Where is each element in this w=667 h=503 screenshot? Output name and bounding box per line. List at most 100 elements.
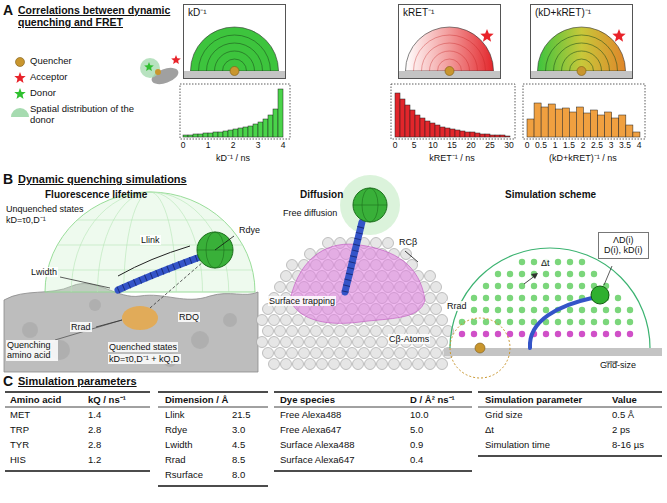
annotation: kD=τ0,D⁻¹ — [6, 215, 46, 225]
protein-surface — [4, 284, 258, 372]
table-cell: MET — [10, 410, 30, 421]
histogram-bar — [465, 132, 470, 137]
legend-swatch — [14, 88, 25, 99]
cbeta-atom — [425, 271, 436, 282]
table-cell: 21.5 — [232, 410, 251, 421]
grid-point — [591, 319, 597, 325]
dye-linker — [118, 257, 200, 290]
plot-panel: kD⁻¹ — [183, 4, 286, 79]
cbeta-atom — [329, 359, 340, 370]
tick-label: 3 — [609, 141, 614, 151]
tick-label: 0 — [181, 141, 186, 151]
cbeta-atom — [425, 359, 436, 370]
cbeta-atom — [371, 326, 382, 337]
histogram-bar — [475, 133, 480, 137]
cbeta-atom — [293, 337, 304, 348]
grid-point — [531, 307, 537, 313]
table-cell: Free Alexa488 — [280, 410, 341, 421]
cbeta-atom — [371, 348, 382, 359]
table-header: Dye species — [280, 395, 335, 406]
grid-point — [495, 295, 501, 301]
cbeta-atom — [383, 348, 394, 359]
histogram-bar — [633, 132, 640, 137]
table-header: kQ / ns⁻¹ — [88, 395, 126, 406]
cbeta-atom — [275, 348, 286, 359]
histogram-bar — [400, 99, 405, 137]
dimension-label: RDQ — [178, 312, 200, 322]
cbeta-atom — [317, 337, 328, 348]
table-cell: 2.8 — [88, 440, 101, 451]
table-cell: Free Alexa647 — [280, 425, 341, 436]
radius-line — [215, 236, 234, 250]
mesh-line — [48, 270, 253, 271]
subpanel-title: Simulation scheme — [505, 189, 596, 201]
grid-point — [555, 271, 561, 277]
grid-point — [627, 319, 633, 325]
histogram-bar — [555, 109, 562, 137]
table-rule — [5, 407, 150, 408]
grid-point — [519, 259, 525, 265]
grid-point — [603, 319, 609, 325]
tick-label: 2 — [581, 141, 586, 151]
cbeta-atom — [269, 337, 280, 348]
table-cell: 8.5 — [232, 455, 245, 466]
cbeta-atom — [401, 359, 412, 370]
acceptor-star — [612, 29, 625, 42]
histogram-bar — [223, 131, 228, 137]
cbeta-atom — [323, 326, 334, 337]
annotation: Cβ-Atoms — [388, 334, 430, 344]
histogram-bar — [213, 132, 218, 137]
cbeta-atom — [281, 359, 292, 370]
annotation: Unquenched states — [6, 204, 84, 214]
tick-label: 20 — [466, 141, 475, 151]
table-rule — [274, 470, 472, 471]
histogram-bar — [238, 128, 243, 137]
table-header: Value — [612, 395, 637, 406]
histogram-bar — [268, 115, 273, 137]
histogram-bar — [208, 133, 213, 137]
table-cell: 0.4 — [410, 455, 423, 466]
histogram-bar — [198, 134, 203, 137]
tick-label: 2.5 — [591, 141, 603, 151]
grid-point — [543, 283, 549, 289]
subpanel-title: Fluorescence lifetime — [45, 189, 147, 201]
tick-label: 2 — [231, 141, 236, 151]
cbeta-atom — [263, 326, 274, 337]
histogram-bar — [450, 129, 455, 137]
tick-label: 10 — [428, 141, 437, 151]
grid-point — [507, 283, 513, 289]
table-cell: TRP — [10, 425, 29, 436]
histogram-bar — [583, 113, 590, 137]
histogram-bar — [405, 105, 410, 137]
cbeta-atom — [329, 337, 340, 348]
grid-point — [495, 283, 501, 289]
cbeta-atom — [275, 326, 286, 337]
contour-line — [414, 35, 486, 71]
grid-point — [471, 295, 477, 301]
grid-point — [555, 319, 561, 325]
table-header: Dimension / Å — [165, 395, 228, 406]
panel-letter: C — [3, 373, 13, 389]
cbeta-atom — [305, 359, 316, 370]
grid-point — [615, 295, 621, 301]
cbeta-atom — [257, 337, 268, 348]
quenching-radius — [450, 318, 510, 378]
legend-swatch — [11, 108, 29, 117]
table-cell: 4.5 — [232, 440, 245, 451]
table-cell: Grid size — [485, 410, 522, 421]
annotation: Quenched states — [108, 342, 178, 352]
tick-label: 0 — [393, 141, 398, 151]
tick-label: 3 — [256, 141, 261, 151]
histogram-bar — [440, 127, 445, 137]
parameter-text: ΛD(i) — [604, 235, 643, 245]
histogram-bar — [273, 109, 278, 137]
histogram-bar — [505, 136, 510, 137]
panel-title: Simulation parameters — [18, 375, 137, 388]
dye-mesh — [353, 205, 387, 206]
grid-point — [531, 259, 537, 265]
cbeta-atom — [437, 315, 448, 326]
grid-point — [591, 271, 597, 277]
histogram-bar — [445, 128, 450, 137]
annotation: Quenching amino acid — [6, 340, 58, 361]
cbeta-atom — [299, 326, 310, 337]
